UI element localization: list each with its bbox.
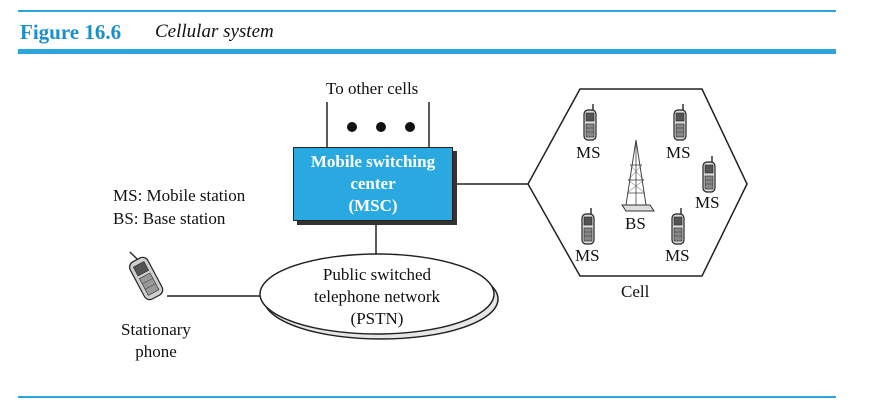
ms-label: MS	[666, 143, 691, 162]
msc-label-line2: center	[350, 174, 396, 193]
other-cells-label: To other cells	[326, 79, 419, 98]
base-station-tower-icon	[621, 139, 655, 212]
other-cells-links	[326, 102, 430, 147]
figure-number: Figure 16.6	[20, 20, 122, 44]
stationary-phone-label-line2: phone	[135, 342, 177, 361]
figure-caption: Cellular system	[155, 21, 274, 42]
msc-label-line1: Mobile switching	[310, 152, 436, 171]
stationary-phone-icon	[128, 251, 164, 301]
title-rule	[18, 49, 836, 54]
ms-label: MS	[576, 143, 601, 162]
pstn-cloud	[259, 253, 499, 340]
legend-bs: BS: Base station	[113, 209, 226, 228]
stationary-phone-label-line1: Stationary	[121, 320, 191, 339]
pstn-label-line1: Public switched	[322, 265, 432, 284]
pstn-label-line3: (PSTN)	[350, 309, 404, 328]
bs-label: BS	[625, 214, 646, 233]
cell-label: Cell	[621, 282, 650, 301]
top-rule	[18, 10, 836, 12]
msc-label-line3: (MSC)	[348, 196, 398, 215]
ms-label: MS	[665, 246, 690, 265]
ms-label: MS	[575, 246, 600, 265]
ms-label: MS	[695, 193, 720, 212]
pstn-label-line2: telephone network	[313, 287, 441, 306]
legend-ms: MS: Mobile station	[113, 186, 246, 205]
bottom-rule	[18, 396, 836, 398]
msc-label: Mobile switching center (MSC)	[293, 151, 453, 217]
msc-box	[293, 147, 453, 221]
